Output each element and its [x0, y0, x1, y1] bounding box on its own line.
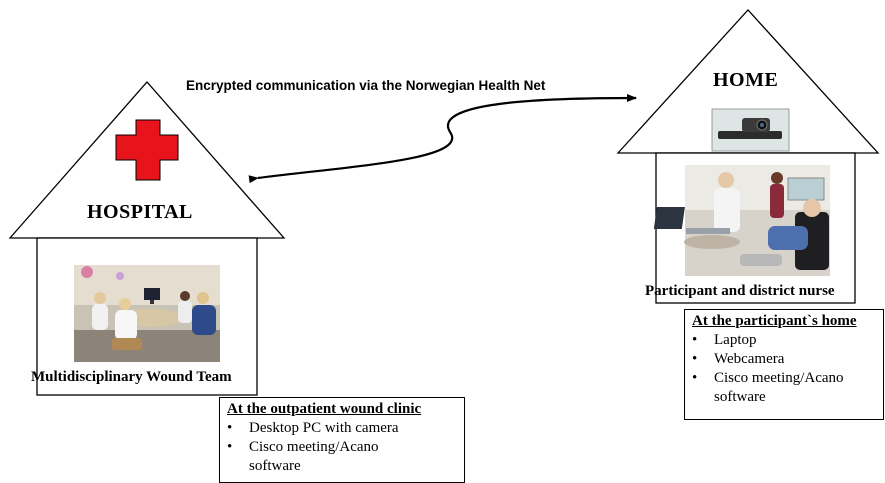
home-title: HOME — [713, 69, 779, 91]
list-item: Laptop — [692, 331, 877, 350]
outpatient-equipment-list: Desktop PC with camera Cisco meeting/Aca… — [227, 419, 458, 476]
list-item: Webcamera — [692, 350, 877, 369]
participant-home-box: At the participant`s home Laptop Webcame… — [684, 309, 884, 420]
home-equipment-list: Laptop Webcamera Cisco meeting/Acano sof… — [692, 331, 877, 407]
list-item: Cisco meeting/Acano software — [227, 438, 399, 476]
communication-arrow — [248, 94, 637, 184]
list-item: Desktop PC with camera — [227, 419, 458, 438]
hospital-title: HOSPITAL — [87, 201, 193, 223]
list-item: Cisco meeting/Acano software — [692, 369, 864, 407]
home-participant-photo — [653, 165, 830, 276]
home-photo-caption: Participant and district nurse — [645, 283, 835, 299]
webcam-icon — [711, 108, 790, 152]
participant-home-heading: At the participant`s home — [692, 313, 857, 329]
communication-label: Encrypted communication via the Norwegia… — [186, 78, 546, 93]
outpatient-clinic-heading: At the outpatient wound clinic — [227, 401, 422, 417]
red-cross-icon — [115, 119, 179, 181]
hospital-photo-caption: Multidisciplinary Wound Team — [31, 369, 232, 385]
outpatient-clinic-box: At the outpatient wound clinic Desktop P… — [219, 397, 465, 483]
hospital-house — [8, 81, 286, 396]
hospital-team-photo — [74, 265, 220, 362]
